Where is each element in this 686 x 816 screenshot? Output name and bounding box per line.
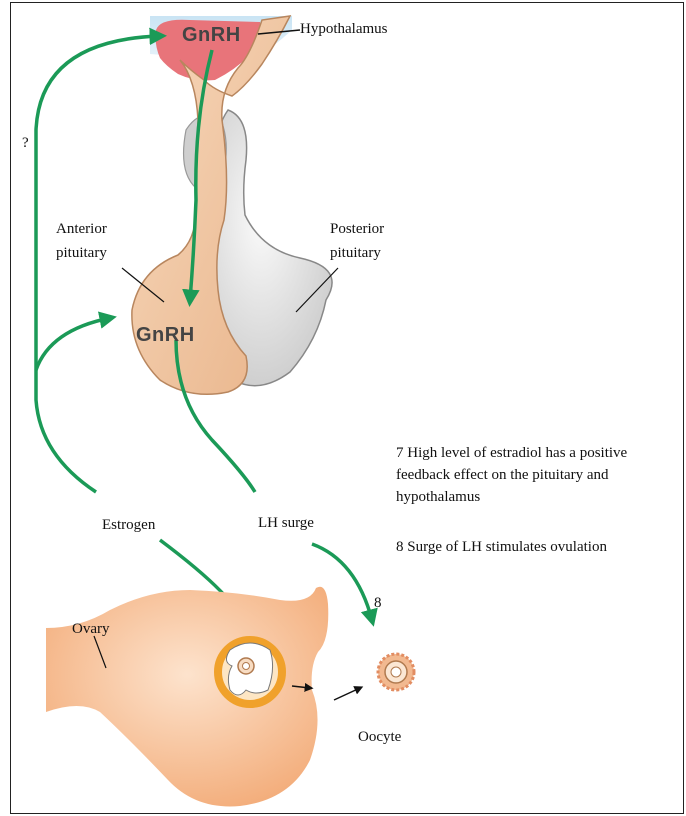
step-8-marker: 8 [374,592,382,614]
estrogen-label: Estrogen [102,514,155,536]
note-7-text: High level of estradiol has a positive f… [396,445,627,505]
feedback-loop-hypothalamus [36,36,160,492]
follicle-oocyte-nucleus [243,663,250,670]
hypothalamus-label: Hypothalamus [300,18,388,40]
note-7-number: 7 [396,445,404,461]
released-oocyte-nucleus [391,667,401,677]
question-mark-label: ? [22,132,29,154]
anterior-pituitary-label-line2: pituitary [56,242,107,264]
feedback-loop-pituitary [36,318,110,370]
anterior-pituitary-label-line1: Anterior [56,218,107,240]
ovary-label: Ovary [72,618,110,640]
oocyte-label: Oocyte [358,726,401,748]
note-8-text: Surge of LH stimulates ovulation [407,539,607,555]
posterior-pituitary-label-line1: Posterior [330,218,384,240]
posterior-pituitary-label-line2: pituitary [330,242,381,264]
gnrh-hypothalamus-label: GnRH [182,24,241,47]
note-7: 7 High level of estradiol has a positive… [396,442,678,508]
note-8-number: 8 [396,539,404,555]
ovary-rupture-notch [323,666,346,693]
gnrh-pituitary-label: GnRH [136,324,195,347]
note-8: 8 Surge of LH stimulates ovulation [396,536,678,558]
lh-surge-label: LH surge [258,512,314,534]
